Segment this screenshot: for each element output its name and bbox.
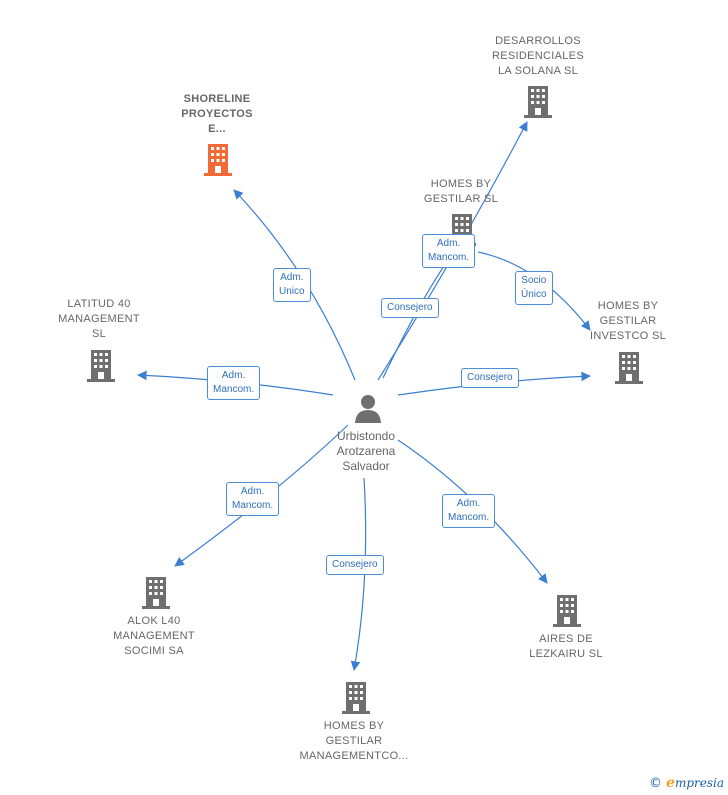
building-icon[interactable] (552, 593, 582, 627)
building-icon[interactable] (341, 680, 371, 714)
node-label-latitud[interactable]: LATITUD 40 MANAGEMENT SL (58, 298, 140, 340)
building-icon[interactable] (141, 575, 171, 609)
edge-label-desarrollos[interactable]: Consejero (381, 298, 439, 318)
brand-initial: e (666, 775, 675, 791)
edge-label-aires[interactable]: Adm. Mancom. (442, 494, 496, 528)
node-label-desarrollos[interactable]: DESARROLLOS RESIDENCIALES LA SOLANA SL (492, 35, 584, 77)
brand-footer[interactable]: ©empresia (649, 775, 724, 791)
copyright-symbol: © (649, 776, 663, 791)
person-icon[interactable] (353, 393, 383, 425)
edge-label-shoreline[interactable]: Adm. Unico (273, 268, 311, 302)
node-label-homes-gestilar[interactable]: HOMES BY GESTILAR SL (423, 178, 499, 205)
edge-label-latitud[interactable]: Adm. Mancom. (207, 366, 261, 400)
brand-name: mpresia (674, 776, 724, 790)
edge-label-homes-management[interactable]: Consejero (326, 555, 384, 575)
building-icon[interactable] (523, 84, 553, 118)
node-label-aires[interactable]: AIRES DE LEZKAIRU SL (529, 633, 603, 660)
edge-label-investco-socio[interactable]: Socio Único (515, 271, 553, 305)
edge-label-homes-gestilar[interactable]: Adm. Mancom. (422, 234, 476, 268)
edge-label-alok[interactable]: Adm. Mancom. (226, 482, 280, 516)
node-label-homes-management[interactable]: HOMES BY GESTILAR MANAGEMENTCO... (299, 720, 409, 762)
person-label[interactable]: Urbistondo Arotzarena Salvador (336, 429, 396, 473)
node-label-homes-investco[interactable]: HOMES BY GESTILAR INVESTCO SL (589, 300, 667, 342)
edge-homes-management (350, 477, 367, 671)
building-icon[interactable] (203, 142, 233, 176)
node-label-alok[interactable]: ALOK L40 MANAGEMENT SOCIMI SA (113, 615, 195, 657)
edge-label-investco[interactable]: Consejero (461, 368, 519, 388)
building-icon[interactable] (86, 348, 116, 382)
building-icon[interactable] (614, 350, 644, 384)
node-label-shoreline[interactable]: SHORELINE PROYECTOS E... (181, 93, 253, 135)
